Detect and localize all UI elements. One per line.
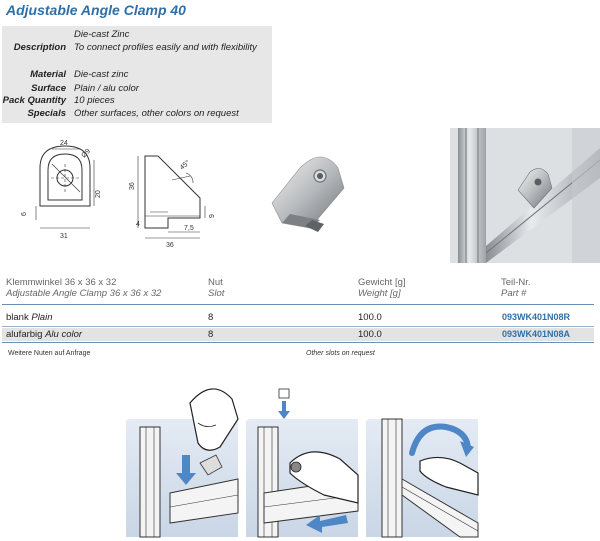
spec-label: Description bbox=[13, 42, 66, 53]
header-weight-de: Gewicht [g] bbox=[358, 277, 406, 288]
table-bottom-rule bbox=[2, 342, 594, 343]
row-name: blank Plain bbox=[6, 311, 52, 324]
offset2-label: 7,5 bbox=[184, 225, 194, 232]
dim-base-label: 31 bbox=[60, 233, 68, 240]
spec-label: Pack Quantity bbox=[2, 95, 66, 106]
side-height-label: 36 bbox=[129, 182, 136, 190]
angle-label: 45° bbox=[178, 158, 191, 171]
table-row: alufarbig Alu color 8 100.0 093WK401N08A bbox=[2, 328, 594, 341]
table-top-rule bbox=[2, 304, 594, 305]
header-part-en: Part # bbox=[501, 288, 527, 299]
header-part-de: Teil-Nr. bbox=[501, 277, 531, 288]
col-header-name: Klemmwinkel 36 x 36 x 32 Adjustable Angl… bbox=[6, 277, 161, 299]
front-view-drawing bbox=[35, 145, 95, 229]
installed-photo bbox=[450, 128, 600, 263]
row-name: alufarbig Alu color bbox=[6, 328, 82, 341]
spec-label: Material bbox=[30, 69, 66, 80]
installation-steps-illustration bbox=[126, 388, 479, 538]
row-slot: 8 bbox=[208, 329, 214, 340]
dim-width-label: 24 bbox=[60, 140, 68, 147]
technical-drawings: 24 Ø9 20 6 31 36 45° 9 4 7,5 36 bbox=[21, 128, 600, 263]
step-3-panel bbox=[366, 418, 479, 538]
dim-side-label: 6 bbox=[21, 212, 28, 216]
note-en: Other slots on request bbox=[306, 350, 375, 357]
spec-value: 10 pieces bbox=[74, 95, 115, 106]
header-name-en: Adjustable Angle Clamp 36 x 36 x 32 bbox=[6, 288, 162, 299]
dim-height-label: 20 bbox=[95, 190, 102, 198]
product-render bbox=[271, 156, 345, 232]
row-divider bbox=[2, 326, 594, 327]
dim-hole-label: Ø9 bbox=[80, 148, 92, 160]
header-name-de: Klemmwinkel 36 x 36 x 32 bbox=[6, 277, 117, 288]
row-name-en: Alu color bbox=[45, 329, 83, 340]
col-header-weight: Gewicht [g] Weight [g] bbox=[358, 277, 406, 299]
side-length-label: 36 bbox=[166, 242, 174, 249]
spec-label: Surface bbox=[31, 83, 66, 94]
col-header-slot: Nut Slot bbox=[208, 277, 224, 299]
row-weight: 100.0 bbox=[358, 312, 382, 323]
side-view-drawing bbox=[137, 155, 206, 239]
row-part-number[interactable]: 093WK401N08A bbox=[502, 329, 571, 339]
specification-panel: Die-cast Zinc Description To connect pro… bbox=[2, 26, 272, 123]
header-slot-de: Nut bbox=[208, 277, 223, 288]
step-1-panel bbox=[126, 388, 239, 538]
col-header-part: Teil-Nr. Part # bbox=[501, 277, 531, 299]
offset1-label: 4 bbox=[136, 221, 140, 228]
row-weight: 100.0 bbox=[358, 329, 382, 340]
header-weight-en: Weight [g] bbox=[358, 288, 401, 299]
spec-value: To connect profiles easily and with flex… bbox=[74, 42, 257, 53]
spec-value: Plain / alu color bbox=[74, 83, 139, 94]
table-row: blank Plain 8 100.0 093WK401N08R bbox=[2, 311, 594, 324]
row-name-de: alufarbig bbox=[6, 329, 43, 340]
row-name-de: blank bbox=[6, 312, 29, 323]
step-2-panel bbox=[246, 388, 359, 538]
note-de: Weitere Nuten auf Anfrage bbox=[8, 350, 91, 357]
row-part-number[interactable]: 093WK401N08R bbox=[502, 312, 571, 322]
product-title: Adjustable Angle Clamp 40 bbox=[6, 2, 186, 18]
slot-dim-label: 9 bbox=[209, 214, 216, 218]
spec-value: Die-cast Zinc bbox=[74, 29, 130, 40]
spec-label: Specials bbox=[27, 108, 66, 119]
spec-value: Die-cast zinc bbox=[74, 69, 129, 80]
row-name-en: Plain bbox=[31, 312, 53, 323]
spec-value: Other surfaces, other colors on request bbox=[74, 108, 239, 119]
row-slot: 8 bbox=[208, 312, 214, 323]
header-slot-en: Slot bbox=[208, 288, 225, 299]
